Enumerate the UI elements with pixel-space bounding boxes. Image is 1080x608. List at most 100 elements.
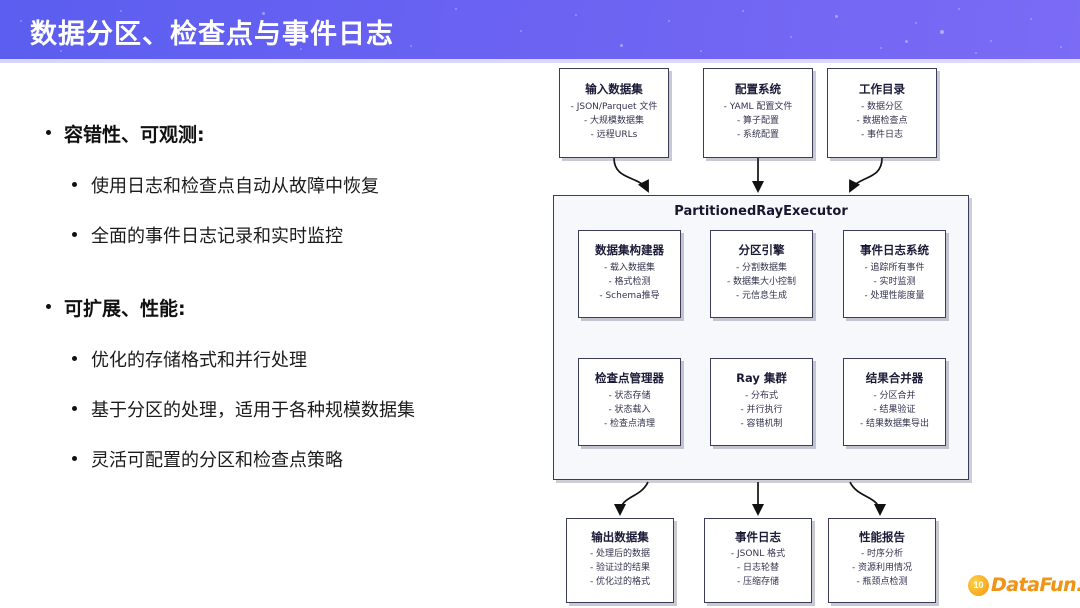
diagram-node-core-r2-2-item-0: - 分区合并 [873, 390, 916, 401]
star-dot [835, 15, 838, 18]
star-dot [915, 22, 917, 24]
bullet-item-label: 使用日志和检查点自动从故障中恢复 [91, 176, 379, 197]
diagram-node-bottom-1-item-0: - JSONL 格式 [730, 549, 786, 560]
diagram-node-core-r2-1-item-2: - 容错机制 [740, 418, 783, 429]
diagram-node-top-2-item-2: - 事件日志 [860, 129, 904, 140]
diagram-node-core-r2-1-title: Ray 集群 [736, 371, 787, 386]
diagram-node-bottom-0-item-1: - 验证过的结果 [589, 563, 651, 574]
diagram-node-core-r2-0-item-0: - 状态存储 [608, 390, 651, 401]
diagram-node-top-0-item-1: - 大规模数据集 [583, 115, 645, 126]
diagram-node-core-r1-2-title: 事件日志系统 [860, 243, 929, 258]
star-dot [700, 50, 702, 52]
star-dot [905, 40, 908, 43]
diagram-node-top-0: 输入数据集- JSON/Parquet 文件- 大规模数据集- 远程URLs [559, 68, 669, 158]
diagram-node-bottom-1-title: 事件日志 [735, 529, 781, 544]
diagram-node-core-r2-1-item-0: - 分布式 [744, 390, 779, 401]
diagram-node-core-r1-2-item-1: - 实时监测 [873, 276, 916, 287]
bullet-dot [46, 304, 51, 309]
star-dot [120, 10, 122, 12]
architecture-diagram: PartitionedRayExecutor 数据集构建器- 载入数据集- 格式… [540, 63, 1080, 608]
diagram-node-core-r1-2: 事件日志系统- 追踪所有事件- 实时监测- 处理性能度量 [843, 230, 946, 318]
bullet-heading-label: 容错性、可观测: [64, 124, 205, 146]
diagram-node-core-r1-0-title: 数据集构建器 [595, 243, 664, 258]
bullet-item-label: 优化的存储格式和并行处理 [91, 350, 307, 371]
bullet-dot [72, 232, 77, 237]
logo-wordmark: DataFun. [991, 574, 1080, 596]
bullet-dot [72, 182, 77, 187]
diagram-node-core-r2-1: Ray 集群- 分布式- 并行执行- 容错机制 [710, 358, 813, 446]
bullet-content-panel: 容错性、可观测: 使用日志和检查点自动从故障中恢复全面的事件日志记录和实时监控可扩… [0, 63, 540, 608]
diagram-node-bottom-0: 输出数据集- 处理后的数据- 验证过的结果- 优化过的格式 [566, 518, 674, 603]
star-dot [990, 40, 992, 42]
diagram-node-top-1-item-2: - 系统配置 [736, 129, 780, 140]
diagram-node-bottom-0-title: 输出数据集 [591, 529, 649, 544]
diagram-node-core-r2-0: 检查点管理器 - 状态存储 - 状态载入 - 检查点清理 [578, 358, 681, 446]
bullet-heading-label: 可扩展、性能: [64, 298, 186, 320]
diagram-node-top-2-title: 工作目录 [859, 82, 905, 97]
star-dot [975, 52, 977, 54]
diagram-node-top-1: 配置系统 - YAML 配置文件 - 算子配置 - 系统配置 [703, 68, 813, 158]
diagram-node-bottom-2: 性能报告 - 时序分析 - 资源利用情况 - 瓶颈点检测 [828, 518, 936, 603]
star-dot [60, 50, 62, 52]
bullet-dot [46, 130, 51, 135]
star-dot [20, 20, 22, 22]
header-divider [0, 59, 1080, 63]
logo-anniversary-badge: 10 [968, 574, 989, 596]
star-dot [958, 8, 960, 10]
diagram-node-bottom-1-item-1: - 日志轮替 [736, 563, 780, 574]
bullet-heading-0: 容错性、可观测: [46, 120, 205, 147]
diagram-node-bottom-2-title: 性能报告 [859, 529, 905, 544]
bullet-item-label: 全面的事件日志记录和实时监控 [91, 226, 343, 247]
star-dot [1060, 46, 1062, 48]
star-dot [742, 10, 744, 12]
diagram-node-core-r1-0-item-2: - Schema推导 [599, 290, 660, 301]
diagram-node-core-r1-1-item-1: - 数据集大小控制 [726, 276, 797, 287]
diagram-node-bottom-1: 事件日志 - JSONL 格式 - 日志轮替 - 压缩存储 [704, 518, 812, 603]
bullet-heading-1: 可扩展、性能: [46, 294, 186, 321]
bullet-item-0-1: 全面的事件日志记录和实时监控 [72, 222, 343, 248]
star-dot [940, 30, 944, 34]
diagram-node-core-r1-1-title: 分区引擎 [738, 243, 785, 258]
diagram-node-core-r1-1-item-0: - 分割数据集 [735, 262, 788, 273]
diagram-node-core-r2-2-item-1: - 结果验证 [873, 404, 916, 415]
diagram-node-core-r2-0-item-1: - 状态载入 [608, 404, 651, 415]
diagram-node-core-r1-0-item-1: - 格式检测 [608, 276, 651, 287]
bullet-item-1-2: 灵活可配置的分区和检查点策略 [72, 446, 343, 472]
diagram-node-core-r1-1-item-2: - 元信息生成 [735, 290, 788, 301]
star-dot [668, 20, 670, 22]
bullet-item-1-0: 优化的存储格式和并行处理 [72, 346, 307, 372]
star-dot [880, 47, 882, 49]
bullet-item-label: 基于分区的处理，适用于各种规模数据集 [91, 400, 415, 421]
diagram-node-top-1-item-1: - 算子配置 [736, 115, 780, 126]
bullet-dot [72, 356, 77, 361]
diagram-node-bottom-1-item-2: - 压缩存储 [736, 577, 780, 588]
partitioned-ray-executor-container: PartitionedRayExecutor 数据集构建器- 载入数据集- 格式… [553, 195, 969, 480]
diagram-node-core-r2-0-title: 检查点管理器 [595, 371, 664, 386]
diagram-node-top-0-title: 输入数据集 [585, 82, 643, 97]
star-dot [410, 45, 412, 47]
diagram-node-top-0-item-2: - 远程URLs [590, 129, 638, 140]
diagram-node-top-1-title: 配置系统 [735, 82, 781, 97]
diagram-node-core-r2-0-item-2: - 检查点清理 [603, 418, 656, 429]
datafun-logo: 10 DataFun. [968, 574, 1080, 596]
diagram-node-bottom-2-item-2: - 瓶颈点检测 [856, 577, 908, 588]
slide-header: 数据分区、检查点与事件日志 [0, 0, 1080, 63]
diagram-node-bottom-2-item-0: - 时序分析 [860, 549, 904, 560]
diagram-node-core-r2-2-title: 结果合并器 [865, 371, 924, 386]
diagram-node-bottom-2-item-1: - 资源利用情况 [851, 563, 913, 574]
star-dot [262, 12, 265, 15]
star-dot [620, 44, 623, 47]
star-dot [355, 22, 357, 24]
star-dot [1030, 18, 1032, 20]
diagram-node-top-2-item-0: - 数据分区 [860, 101, 904, 112]
diagram-node-bottom-0-item-2: - 优化过的格式 [589, 577, 651, 588]
diagram-node-top-1-item-0: - YAML 配置文件 [723, 101, 793, 112]
bullet-item-0-0: 使用日志和检查点自动从故障中恢复 [72, 172, 379, 198]
star-dot [575, 14, 577, 16]
bullet-dot [72, 456, 77, 461]
diagram-node-core-r1-0-item-0: - 载入数据集 [603, 262, 656, 273]
diagram-node-core-r1-2-item-0: - 追踪所有事件 [864, 262, 925, 273]
bullet-dot [72, 406, 77, 411]
star-dot [190, 38, 192, 40]
bullet-item-label: 灵活可配置的分区和检查点策略 [91, 450, 343, 471]
